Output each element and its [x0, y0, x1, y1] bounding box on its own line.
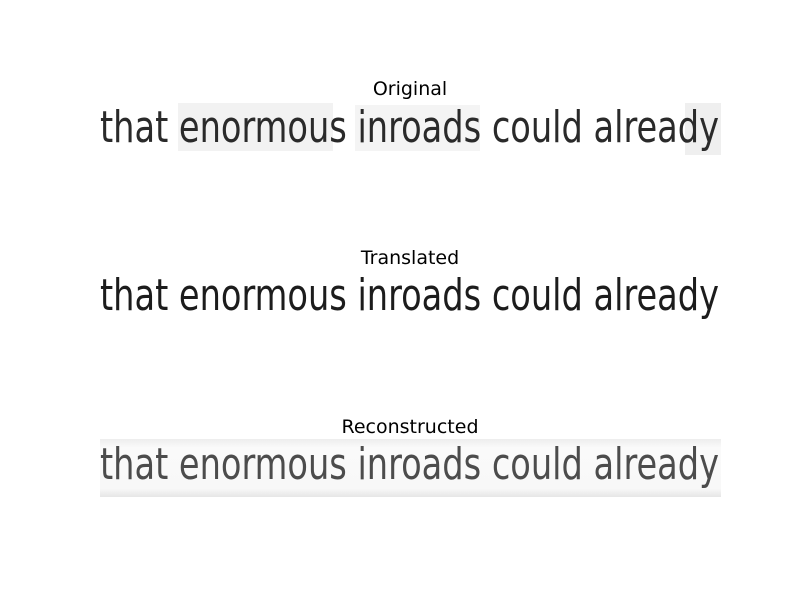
svg-text:that enormous inroads could al: that enormous inroads could already	[100, 270, 719, 321]
handwritten-line: that enormous inroads could already	[100, 439, 719, 490]
image-background	[100, 101, 721, 159]
handwritten-line: that enormous inroads could already	[100, 270, 719, 321]
panel-title-reconstructed: Reconstructed	[341, 416, 479, 438]
handwriting-image-reconstructed: that enormous inroads could already	[100, 439, 721, 497]
panel-title-translated: Translated	[360, 247, 460, 269]
image-background	[100, 270, 721, 328]
svg-text:that enormous inroads could al: that enormous inroads could already	[100, 439, 719, 490]
handwriting-image-original: that enormous inroads could already	[100, 101, 721, 159]
panel-title-original: Original	[372, 78, 448, 100]
handwritten-line: that enormous inroads could already	[100, 102, 719, 153]
image-background	[100, 439, 721, 497]
handwriting-image-translated: that enormous inroads could already	[100, 270, 721, 328]
svg-text:that enormous inroads could al: that enormous inroads could already	[100, 102, 719, 153]
